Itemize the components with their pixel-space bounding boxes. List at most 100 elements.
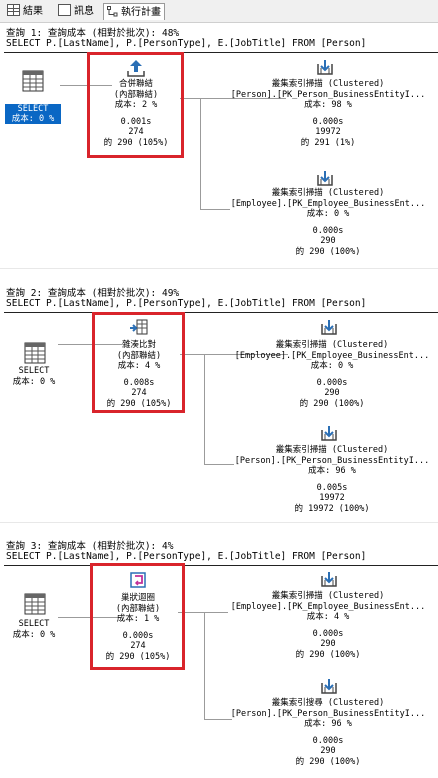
scan-operator-details[interactable]: 叢集索引掃描 (Clustered) [Person].[PK_Person_B… (232, 445, 432, 515)
scan-cost: 成本: 98 % (304, 100, 352, 111)
scan-time: 0.000s (312, 225, 344, 236)
highlight-box (92, 312, 185, 413)
query-plan-2: 查詢 2: 查詢成本 (相對於批次): 49% SELECT P.[LastNa… (0, 282, 438, 522)
join-name: 雜湊比對 (121, 340, 156, 350)
tab-execution-plan[interactable]: 執行計畫 (103, 3, 165, 20)
select-operator-icon[interactable] (24, 593, 46, 618)
tab-execution-plan-label: 執行計畫 (121, 7, 161, 18)
scan-name: 叢集索引掃描 (Clustered) (271, 188, 385, 198)
query-cost-header: 查詢 3: 查詢成本 (相對於批次): 4% (6, 541, 174, 552)
scan-cost: 成本: 4 % (306, 612, 350, 623)
connector-arrow (204, 612, 205, 719)
select-operator-label[interactable]: SELECT 成本: 0 % (6, 619, 62, 640)
hash-match-icon[interactable] (129, 318, 149, 341)
select-operator-icon[interactable] (24, 342, 46, 367)
scan-estimate: 的 290 (100%) (295, 756, 361, 767)
select-operator-icon[interactable] (22, 70, 44, 95)
scan-name: 叢集索引掃描 (Clustered) (275, 445, 389, 455)
join-time: 0.000s (122, 630, 154, 641)
join-operator-details[interactable]: 巢狀迴圈 (內部聯結) 成本: 1 % 0.000s 274 的 290 (10… (94, 593, 182, 663)
highlight-box (87, 52, 184, 158)
clustered-index-scan-icon[interactable] (319, 424, 339, 447)
clustered-index-scan-icon[interactable] (315, 169, 335, 192)
join-rows: 274 (130, 641, 146, 652)
scan-operator-details[interactable]: 叢集索引掃描 (Clustered) [Employee].[PK_Employ… (228, 188, 428, 258)
scan-rows: 19972 (319, 493, 345, 504)
scan-estimate: 的 290 (100%) (299, 398, 365, 409)
scan-object: [Employee].[PK_Employee_BusinessEnt... (234, 350, 430, 361)
clustered-index-scan-icon[interactable] (319, 570, 339, 593)
panel-divider (0, 268, 438, 269)
select-cost: 成本: 0 % (12, 376, 56, 387)
scan-name: 叢集索引掃描 (Clustered) (275, 340, 389, 350)
scan-operator-details[interactable]: 叢集索引掃描 (Clustered) [Employee].[PK_Employ… (228, 591, 428, 661)
scan-time: 0.000s (316, 377, 348, 388)
join-sub: (內部聯結) (115, 603, 161, 614)
join-rows: 274 (131, 388, 147, 399)
scan-rows: 290 (320, 236, 336, 247)
clustered-index-seek-icon[interactable] (319, 677, 339, 700)
query-sql-text: SELECT P.[LastName], P.[PersonType], E.[… (6, 551, 367, 562)
scan-time: 0.005s (316, 482, 348, 493)
scan-object: [Employee].[PK_Employee_BusinessEnt... (230, 198, 426, 209)
tab-messages[interactable]: 訊息 (55, 3, 99, 20)
join-operator-details[interactable]: 雜湊比對 (內部聯結) 成本: 4 % 0.008s 274 的 290 (10… (96, 340, 182, 410)
join-name: 合併聯結 (118, 79, 153, 89)
execution-plan-icon (107, 6, 118, 17)
tab-results[interactable]: 結果 (4, 3, 48, 20)
join-name: 巢狀迴圈 (120, 593, 155, 603)
connector-arrow (178, 612, 228, 613)
clustered-index-scan-icon[interactable] (319, 318, 339, 341)
join-cost: 成本: 2 % (114, 100, 158, 111)
connector-arrow (204, 464, 234, 465)
join-sub: (內部聯結) (113, 89, 159, 100)
query-cost-header: 查詢 1: 查詢成本 (相對於批次): 48% (6, 28, 180, 39)
panel-divider (0, 522, 438, 523)
join-estimate: 的 290 (105%) (103, 137, 169, 148)
nested-loops-icon[interactable] (129, 571, 149, 594)
connector-arrow (204, 719, 232, 720)
query-plan-3: 查詢 3: 查詢成本 (相對於批次): 4% SELECT P.[LastNam… (0, 535, 438, 778)
scan-rows: 19972 (315, 127, 341, 138)
scan-time: 0.000s (312, 735, 344, 746)
query-cost-header: 查詢 2: 查詢成本 (相對於批次): 49% (6, 288, 180, 299)
clustered-index-scan-icon[interactable] (315, 58, 335, 81)
scan-operator-details[interactable]: 叢集索引掃描 (Clustered) [Person].[PK_Person_B… (228, 79, 428, 149)
join-time: 0.001s (120, 116, 152, 127)
query-plan-1: 查詢 1: 查詢成本 (相對於批次): 48% SELECT P.[LastNa… (0, 22, 438, 268)
connector-arrow (60, 85, 112, 86)
join-cost: 成本: 4 % (117, 361, 161, 372)
select-operator-label[interactable]: SELECT 成本: 0 % (6, 366, 62, 387)
query-sql-text: SELECT P.[LastName], P.[PersonType], E.[… (6, 298, 367, 309)
connector-arrow (200, 98, 201, 209)
scan-operator-details[interactable]: 叢集索引搜尋 (Clustered) [Person].[PK_Person_B… (228, 698, 428, 768)
scan-cost: 成本: 96 % (308, 466, 356, 477)
scan-operator-details[interactable]: 叢集索引掃描 (Clustered) [Employee].[PK_Employ… (232, 340, 432, 410)
results-tab-bar: 結果 訊息 執行計畫 (0, 0, 438, 23)
connector-arrow (200, 209, 230, 210)
select-operator-label[interactable]: SELECT 成本: 0 % (5, 104, 61, 124)
scan-name: 叢集索引搜尋 (Clustered) (271, 698, 385, 708)
scan-time: 0.000s (312, 628, 344, 639)
select-label: SELECT (18, 366, 50, 376)
scan-object: [Person].[PK_Person_BusinessEntityI... (230, 89, 426, 100)
scan-name: 叢集索引掃描 (Clustered) (271, 79, 385, 89)
scan-estimate: 的 290 (100%) (295, 246, 361, 257)
join-operator-details[interactable]: 合併聯結 (內部聯結) 成本: 2 % 0.001s 274 的 290 (10… (93, 79, 179, 149)
join-sub: (內部聯結) (116, 350, 162, 361)
connector-arrow (204, 354, 205, 464)
connector-arrow (180, 354, 288, 355)
scan-time: 0.000s (312, 116, 344, 127)
header-divider (4, 565, 438, 566)
scan-object: [Person].[PK_Person_BusinessEntityI... (230, 708, 426, 719)
select-cost: 成本: 0 % (12, 629, 56, 640)
scan-cost: 成本: 96 % (304, 719, 352, 730)
scan-rows: 290 (320, 746, 336, 757)
select-cost: 成本: 0 % (11, 114, 55, 124)
scan-estimate: 的 291 (1%) (300, 137, 356, 148)
merge-join-icon[interactable] (126, 58, 146, 81)
message-icon (58, 4, 71, 16)
grid-icon (7, 4, 20, 16)
join-estimate: 的 290 (105%) (105, 651, 171, 662)
scan-object: [Employee].[PK_Employee_BusinessEnt... (230, 601, 426, 612)
